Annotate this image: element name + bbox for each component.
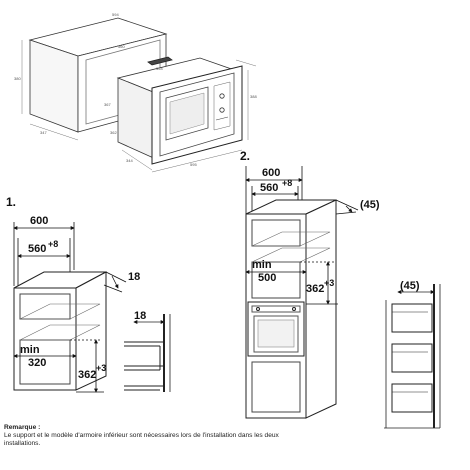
figure-2-step-label: 2. <box>240 149 250 163</box>
figure-1-width-inner-tol: +8 <box>48 239 58 249</box>
figure-2-opening: 362 <box>306 283 324 295</box>
figure-2-min-value: 500 <box>258 272 276 284</box>
figure-2-width-inner: 560 <box>260 182 278 194</box>
figure-1: 1. 600 560 +8 18 <box>6 195 171 393</box>
remark-text: Le support et le modèle d'armoire inféri… <box>4 432 279 448</box>
figure-1-depth: 18 <box>128 271 140 283</box>
figure-1-width-inner: 560 <box>28 243 46 255</box>
figure-2-tall-cabinet <box>245 199 337 419</box>
overview-dim-5: 347 <box>40 130 47 135</box>
overview-dim-7: 344 <box>126 158 133 163</box>
figure-1-step-label: 1. <box>6 195 16 209</box>
figure-1-width-outer: 600 <box>30 215 48 227</box>
figure-1-opening-tol: +3 <box>96 363 106 373</box>
remark-note: Remarque : Le support et le modèle d'arm… <box>4 424 304 449</box>
overview-dim-4: 367 <box>104 102 111 107</box>
overview-dim-3: 380 <box>14 76 21 81</box>
figure-2-min-label: min <box>252 259 272 271</box>
figure-1-side-depth: 18 <box>134 310 146 322</box>
overview-dim-10: 362 <box>110 130 117 135</box>
figure-1-side-section <box>124 314 171 392</box>
overview-isometric <box>21 17 257 173</box>
figure-1-opening: 362 <box>78 369 96 381</box>
figure-2-width-outer: 600 <box>262 167 280 179</box>
overview-dim-9: 388 <box>250 94 257 99</box>
overview-microwave <box>116 56 257 173</box>
figure-2-gap-side: (45) <box>400 280 420 292</box>
overview-dim-8: 595 <box>190 162 197 167</box>
overview-dim-2: 560 <box>118 44 125 49</box>
figure-2: 2. 600 560 +8 <box>240 149 441 429</box>
figure-1-min-value: 320 <box>28 357 46 369</box>
figure-2-side-section <box>384 284 441 429</box>
remark-title: Remarque : <box>4 424 41 431</box>
overview-dimension-labels: 594 560 380 367 347 354 344 595 388 362 <box>14 12 257 167</box>
figure-2-opening-tol: +3 <box>324 278 334 288</box>
figure-1-min-label: min <box>20 344 40 356</box>
overview-dim-6: 354 <box>156 66 163 71</box>
figure-2-gap-top: (45) <box>360 199 380 211</box>
figure-2-width-inner-tol: +8 <box>282 178 292 188</box>
overview-dim-1: 594 <box>112 12 119 17</box>
figure-1-cabinet <box>13 271 107 391</box>
